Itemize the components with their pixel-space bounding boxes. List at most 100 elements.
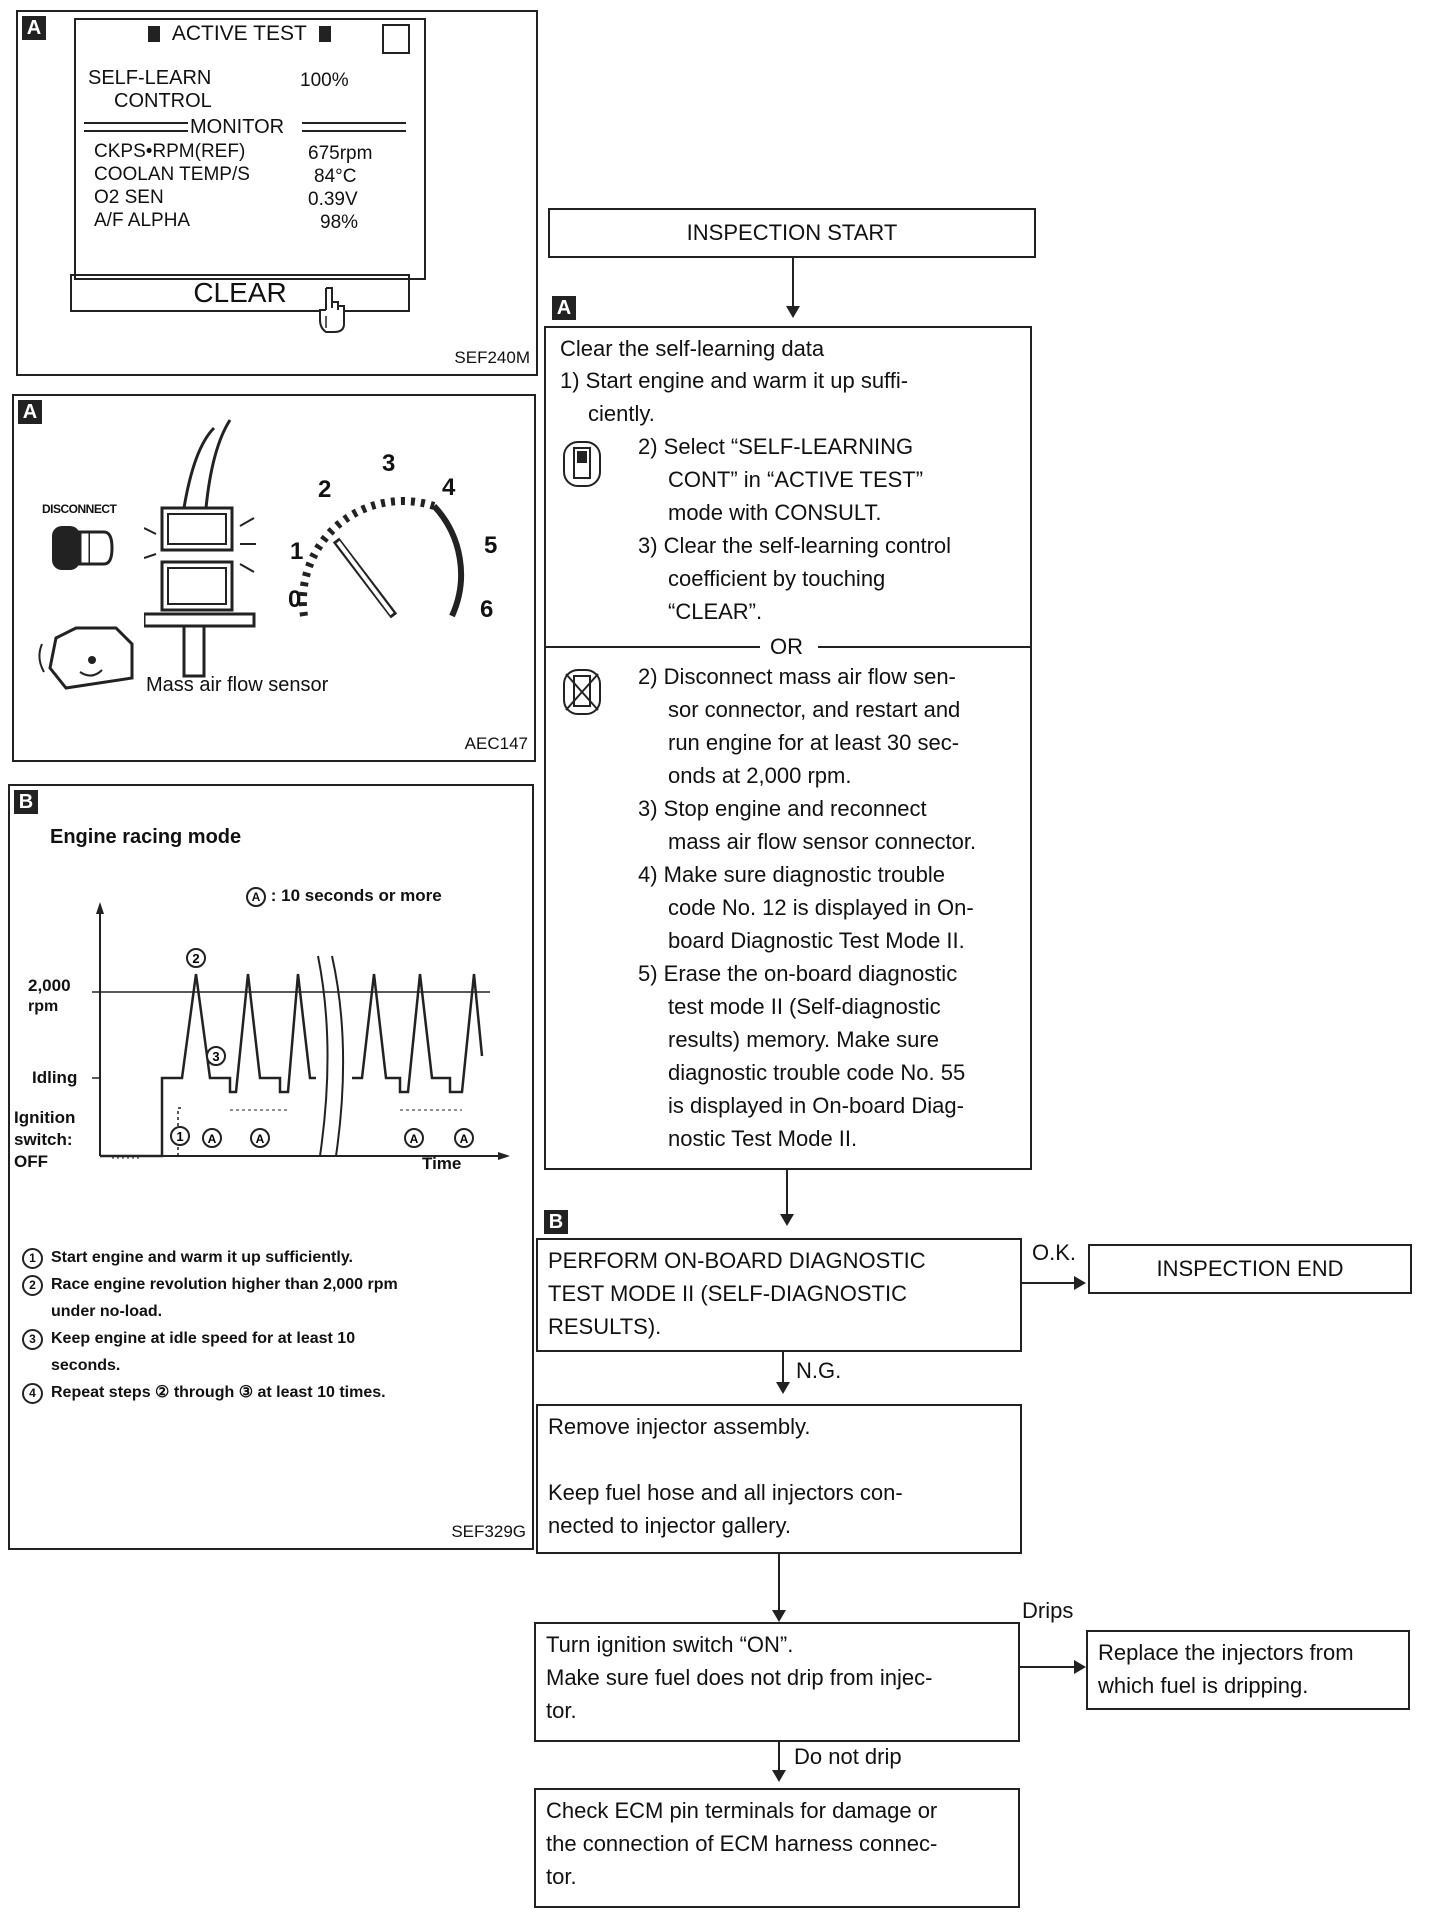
clear-self-learning-box: Clear the self-learning data 1) Start en… <box>544 326 1032 1170</box>
connector-line <box>1022 1282 1076 1284</box>
panel-tag: A <box>18 400 42 424</box>
maf-sensor-illustration <box>144 419 256 678</box>
arrow-down-icon <box>780 1214 794 1226</box>
legend-text: : 10 seconds or more <box>270 886 442 905</box>
note-item: under no-load. <box>51 1303 163 1320</box>
monitor-row-label: CKPS•RPM(REF) <box>94 141 246 162</box>
y-label-ignition: Ignition <box>14 1108 76 1127</box>
arrow-down-icon <box>772 1770 786 1782</box>
inspection-start-label: INSPECTION START <box>686 220 898 245</box>
screen-corner-box <box>382 24 410 54</box>
remove-line: Remove injector assembly. <box>548 1414 811 1439</box>
connector-line <box>778 1554 780 1612</box>
figure-code: SEF329G <box>451 1522 526 1541</box>
note-number-icon: 4 <box>22 1383 43 1404</box>
clear-button-label: CLEAR <box>193 277 287 308</box>
svg-text:A: A <box>460 1132 469 1146</box>
active-test-panel: A ACTIVE TEST SELF-LEARN CONTROL 100% MO… <box>16 10 538 376</box>
gauge-mark-1: 1 <box>290 538 304 565</box>
check-line: the connection of ECM harness connec- <box>546 1831 938 1856</box>
gauge-mark-3: 3 <box>382 450 396 477</box>
monitor-row-value: 0.39V <box>308 189 358 210</box>
monitor-row-value: 98% <box>320 212 359 233</box>
ignition-check-box: Turn ignition switch “ON”. Make sure fue… <box>534 1622 1020 1742</box>
svg-text:1: 1 <box>176 1129 183 1144</box>
note-number-icon: 3 <box>22 1329 43 1350</box>
svg-text:2: 2 <box>192 951 199 966</box>
perform-line: RESULTS). <box>548 1314 662 1339</box>
consult-steps: 2) Select “SELF-LEARNING CONT” in “ACTIV… <box>638 430 951 628</box>
replace-line: which fuel is dripping. <box>1098 1673 1309 1698</box>
monitor-row-value: 84°C <box>314 166 357 187</box>
gauge-mark-6: 6 <box>480 596 494 623</box>
check-line: tor. <box>546 1864 577 1889</box>
perform-line: TEST MODE II (SELF-DIAGNOSTIC <box>548 1281 907 1306</box>
consult-step-line: “CLEAR”. <box>668 599 763 624</box>
alt-step-line: run engine for at least 30 sec- <box>668 730 960 755</box>
turn-line: Make sure fuel does not drip from injec- <box>546 1665 933 1690</box>
connector-icon <box>52 526 114 570</box>
panel-tag: B <box>14 790 38 814</box>
screen-title: ACTIVE TEST <box>148 22 331 46</box>
check-ecm-box: Check ECM pin terminals for damage or th… <box>534 1788 1020 1908</box>
panel-tag: A <box>22 16 46 40</box>
check-line: Check ECM pin terminals for damage or <box>546 1798 938 1823</box>
arrow-down-icon <box>786 306 800 318</box>
alt-step-line: diagnostic trouble code No. 55 <box>668 1060 966 1085</box>
monitor-row: CKPS•RPM(REF) COOLAN TEMP/S O2 SEN A/F A… <box>94 140 250 232</box>
monitor-row-value: 675rpm <box>308 143 373 164</box>
alt-step-line: nostic Test Mode II. <box>668 1126 858 1151</box>
turn-line: Turn ignition switch “ON”. <box>546 1632 794 1657</box>
arrow-right-icon <box>1074 1276 1086 1290</box>
arrow-right-icon <box>1074 1660 1086 1674</box>
svg-text:3: 3 <box>212 1049 219 1064</box>
tachometer-gauge <box>298 497 464 619</box>
consult-step-line: 3) Clear the self-learning control <box>638 533 952 558</box>
no-consult-icon <box>563 669 601 715</box>
pointing-hand-icon <box>319 287 345 333</box>
clear-button[interactable]: CLEAR <box>70 274 410 312</box>
svg-text:A: A <box>410 1132 419 1146</box>
alt-step-line: onds at 2,000 rpm. <box>668 763 852 788</box>
turn-line: tor. <box>546 1698 577 1723</box>
svg-text:A: A <box>208 1132 217 1146</box>
inspection-start-box: INSPECTION START <box>548 208 1036 258</box>
gauge-mark-0: 0 <box>288 586 302 613</box>
engine-racing-panel: B Engine racing mode A : 10 seconds or m… <box>8 784 534 1550</box>
consult-step-line: mode with CONSULT. <box>668 500 882 525</box>
x-label-time: Time <box>422 1154 462 1173</box>
monitor-row-label: COOLAN TEMP/S <box>94 164 250 185</box>
connector-line <box>786 1170 788 1214</box>
self-learn-value: 100% <box>300 70 349 91</box>
monitor-rule-left <box>84 122 188 132</box>
legend: A : 10 seconds or more <box>246 886 442 907</box>
y-label-2000: 2,000 <box>28 976 71 995</box>
consult-tool-icon <box>563 441 601 487</box>
perform-diagnostic-box: PERFORM ON-BOARD DIAGNOSTIC TEST MODE II… <box>536 1238 1022 1352</box>
remove-injector-box: Remove injector assembly. Keep fuel hose… <box>536 1404 1022 1554</box>
monitor-rule-right <box>302 122 406 132</box>
monitor-label: MONITOR <box>190 116 285 138</box>
maf-sensor-panel: A DISCONNECT 0 1 2 3 4 5 6 Mass air fl <box>12 394 536 762</box>
alt-steps: 2) Disconnect mass air flow sen- sor con… <box>638 660 976 1155</box>
arrow-down-icon <box>772 1610 786 1622</box>
arrow-down-icon <box>776 1382 790 1394</box>
rpm-timing-chart: 2 3 1 A A A A <box>92 902 510 1160</box>
maf-caption: Mass air flow sensor <box>146 674 329 696</box>
or-divider-right <box>818 646 1032 648</box>
figure-code: AEC147 <box>464 734 528 753</box>
alt-step-line: results) memory. Make sure <box>668 1027 939 1052</box>
y-label-idling: Idling <box>32 1068 78 1087</box>
consult-step-line: coefficient by touching <box>668 566 886 591</box>
panel-title: Engine racing mode <box>50 826 242 848</box>
step-1b: ciently. <box>588 401 655 426</box>
note-number-icon: 1 <box>22 1248 43 1269</box>
consult-step-line: CONT” in “ACTIVE TEST” <box>668 467 924 492</box>
figure-code: SEF240M <box>454 348 530 367</box>
replace-line: Replace the injectors from <box>1098 1640 1354 1665</box>
gauge-mark-2: 2 <box>318 476 332 503</box>
